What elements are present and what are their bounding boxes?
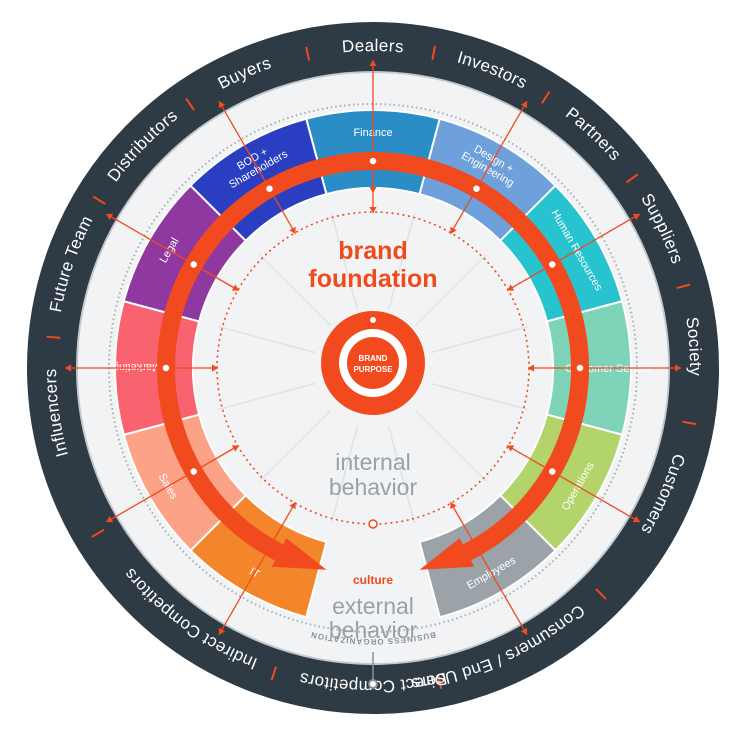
outer-label: Dealers	[341, 36, 405, 56]
arrow-line	[506, 213, 641, 292]
arrow-head	[218, 627, 226, 635]
arrow-head	[632, 213, 640, 221]
arrow-head	[528, 364, 534, 372]
ring-marker	[188, 259, 199, 270]
culture-arc-right	[372, 152, 589, 561]
outer-tick	[431, 45, 437, 60]
arrow-head	[675, 364, 681, 372]
ring-marker	[368, 156, 378, 166]
direction-arrows	[65, 60, 681, 636]
arrow-line	[506, 444, 641, 523]
arrow-head	[289, 502, 296, 510]
spoke	[414, 409, 487, 482]
arrow-head	[520, 627, 528, 635]
arrow-head	[212, 364, 218, 372]
ring-marker	[188, 466, 199, 477]
spoke	[218, 325, 316, 354]
inner-marker	[368, 519, 378, 529]
arrow-head	[231, 445, 239, 452]
spoke	[430, 382, 528, 411]
outer-tick	[46, 335, 61, 339]
spoke	[259, 409, 332, 482]
spokes	[218, 213, 528, 523]
outer-label-text: Dealers	[341, 36, 404, 56]
outer-tick	[625, 173, 639, 184]
arrow-head	[106, 515, 114, 523]
spoke	[387, 213, 416, 311]
ring-marker	[547, 466, 558, 477]
culture-label: culture	[353, 573, 393, 587]
ring-marker	[575, 363, 585, 373]
segment-label: Marketing	[113, 361, 161, 373]
ring-marker	[547, 259, 558, 270]
arrow-head	[289, 226, 296, 234]
arrow-line	[218, 501, 297, 636]
outer-tick	[676, 283, 691, 290]
internal-line-1: internal	[335, 449, 410, 475]
outer-tick	[270, 666, 277, 681]
outer-tick	[92, 195, 106, 205]
ring-marker	[471, 183, 482, 194]
arrow-head	[106, 213, 114, 221]
segment-label-line: Marketing	[113, 361, 161, 373]
segment-bod-shareholders	[189, 117, 328, 243]
spoke	[330, 425, 359, 523]
arrow-head	[450, 226, 457, 234]
purpose-core	[347, 337, 399, 389]
outer-tick	[595, 588, 607, 600]
spoke	[259, 254, 332, 327]
spoke	[414, 254, 487, 327]
culture-arrow-head	[419, 538, 475, 570]
outer-label: Society	[682, 316, 705, 377]
outer-tick	[185, 97, 195, 111]
spoke	[330, 213, 359, 311]
outer-tick	[91, 528, 105, 538]
external-line-2: behavior	[329, 617, 418, 643]
outer-tick	[541, 90, 551, 104]
arrow-head	[632, 515, 640, 523]
arrow-line	[218, 100, 297, 235]
ring-marker	[264, 183, 275, 194]
brand-line-2: foundation	[308, 265, 437, 293]
culture-arc-left	[157, 152, 374, 561]
spoke	[387, 425, 416, 523]
purpose-dot	[368, 315, 378, 325]
arrow-head	[369, 207, 377, 213]
arrow-head	[231, 284, 239, 291]
culture-arrow-head	[271, 538, 327, 570]
outer-label-text: Society	[682, 316, 704, 377]
arrow-line	[105, 444, 240, 523]
culture-ring	[157, 152, 589, 570]
arrow-head	[369, 60, 377, 66]
purpose-line-2: PURPOSE	[353, 365, 393, 374]
segment-employees	[418, 493, 557, 619]
outer-ring-ticks	[46, 45, 697, 690]
internal-line-2: behavior	[329, 474, 418, 500]
arrow-head	[507, 445, 515, 452]
arrow-head	[520, 101, 528, 109]
outer-tick	[305, 46, 311, 61]
arrow-head	[65, 364, 71, 372]
outer-tick	[437, 674, 443, 690]
arrow-head	[218, 101, 226, 109]
spoke	[218, 382, 316, 411]
bottom-connector-dot	[368, 679, 378, 689]
spoke	[430, 325, 528, 354]
arrow-line	[449, 100, 528, 235]
brand-line-1: brand	[338, 237, 407, 265]
arrow-head	[450, 502, 457, 510]
arrow-head	[369, 187, 377, 193]
ring-marker	[161, 363, 171, 373]
arrow-head	[507, 284, 515, 291]
external-line-1: external	[332, 593, 414, 619]
purpose-line-1: BRAND	[359, 354, 388, 363]
outer-tick	[682, 420, 697, 426]
arrow-line	[105, 213, 240, 292]
arrow-line	[449, 501, 528, 636]
